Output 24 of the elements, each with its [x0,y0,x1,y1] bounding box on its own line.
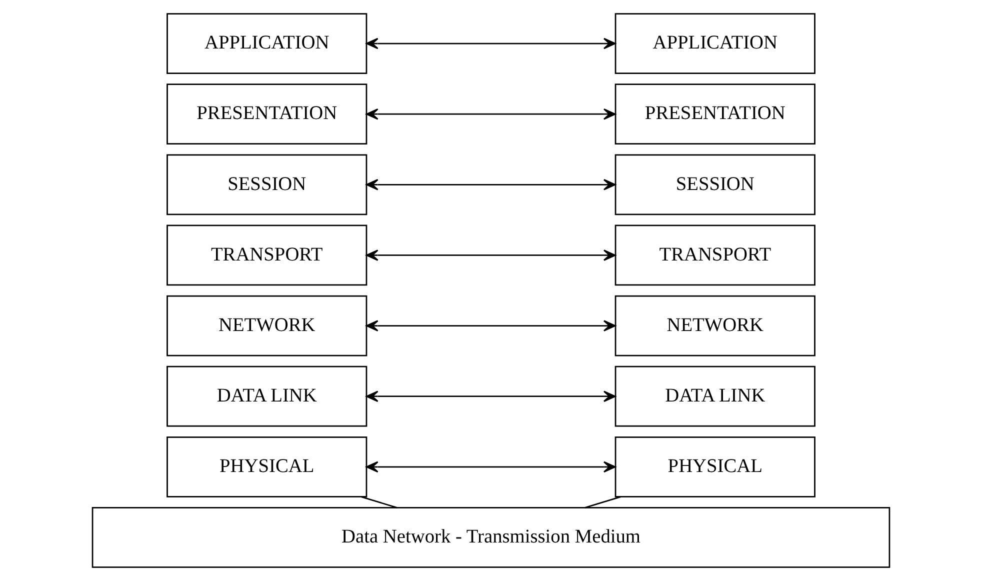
node-box: SESSION [166,154,367,216]
arrow [365,320,616,332]
node-box: TRANSPORT [166,224,367,286]
node-box: PHYSICAL [166,436,367,498]
node-box: PRESENTATION [166,84,367,145]
node-box: APPLICATION [614,13,815,74]
connector [360,496,397,508]
node-box: SESSION [614,154,815,216]
node-box: NETWORK [166,295,367,356]
arrow [365,250,616,261]
node-box: NETWORK [614,295,815,356]
node-box: TRANSPORT [614,224,815,286]
arrow [365,178,616,190]
node-box: PRESENTATION [614,84,815,145]
arrow [365,390,616,402]
node-box: APPLICATION [166,13,367,74]
node-box: DATA LINK [614,366,815,427]
arrow [365,38,616,50]
node-box: PHYSICAL [614,436,815,498]
arrow [365,108,616,120]
node-box: DATA LINK [166,366,367,427]
connector [584,496,620,508]
node-box: Data Network - Transmission Medium [91,507,890,568]
arrow [365,461,616,473]
